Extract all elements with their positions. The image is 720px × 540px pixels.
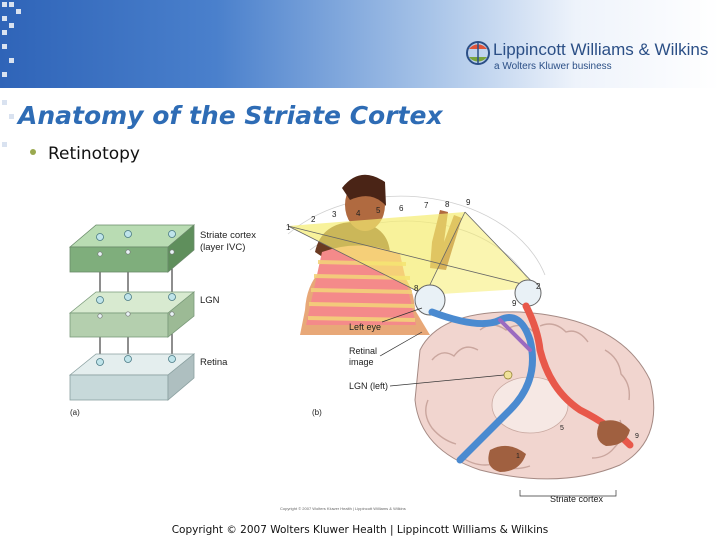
bullet-item: Retinotopy [30, 144, 140, 164]
field-number: 8 [445, 200, 450, 209]
field-number: 3 [332, 210, 337, 219]
panel-a-layer-diagram: Striate cortex (layer IVC) LGN Retina (a… [68, 224, 256, 417]
logo-name: Lippincott Williams & Wilkins [493, 40, 709, 59]
retina-layer-label: Retina [200, 357, 228, 368]
striate-layer-label-2: (layer IVC) [200, 242, 245, 253]
retinal-image-label-1: Retinal [349, 346, 377, 356]
visual-field-wedge [287, 211, 539, 296]
striate-cortex-label: Striate cortex [550, 494, 604, 504]
retinotopy-figure: Striate cortex (layer IVC) LGN Retina (a… [68, 174, 655, 511]
field-number: 1 [286, 223, 291, 232]
bullet-dot-icon [30, 149, 36, 155]
cortex-number: 1 [516, 453, 520, 460]
bullet-text: Retinotopy [48, 144, 140, 164]
footer-copyright: Copyright © 2007 Wolters Kluwer Health |… [171, 524, 549, 536]
field-number: 4 [356, 209, 361, 218]
retinal-image-label-2: image [349, 357, 374, 367]
header-banner [0, 0, 720, 88]
logo-tagline: a Wolters Kluwer business [494, 61, 612, 72]
eye-number: 9 [512, 299, 517, 308]
lgn-left-label: LGN (left) [349, 381, 388, 391]
panel-b-pathway-diagram: (b) [280, 174, 655, 511]
lww-globe-icon [466, 41, 490, 65]
lgn-layer-label: LGN [200, 295, 220, 306]
field-number: 6 [399, 204, 404, 213]
field-number: 7 [424, 201, 429, 210]
striate-layer-label-1: Striate cortex [200, 230, 256, 241]
field-number: 2 [311, 215, 316, 224]
figure-copyright: Copyright © 2007 Wolters Kluwer Health |… [280, 506, 406, 511]
corner-pixel-decoration [0, 0, 24, 170]
field-number: 5 [376, 206, 381, 215]
slide-title: Anatomy of the Striate Cortex [18, 101, 443, 130]
eye-number: 8 [414, 284, 419, 293]
left-eye-label: Left eye [349, 322, 381, 332]
field-number: 9 [466, 198, 471, 207]
cortex-number: 9 [635, 433, 639, 440]
eyes: 2 9 8 [414, 279, 542, 316]
cortex-detail: 1 5 9 [488, 420, 639, 472]
cortex-number: 5 [560, 425, 564, 432]
lgn-marker [503, 370, 513, 380]
publisher-logo: Lippincott Williams & Wilkins a Wolters … [465, 38, 715, 78]
panel-b-label: (b) [312, 408, 322, 417]
field-numbers: 1 2 3 4 5 6 7 8 9 [286, 198, 471, 232]
eye-number: 2 [536, 282, 541, 291]
panel-a-label: (a) [70, 408, 80, 417]
striate-layer-block [68, 224, 196, 273]
